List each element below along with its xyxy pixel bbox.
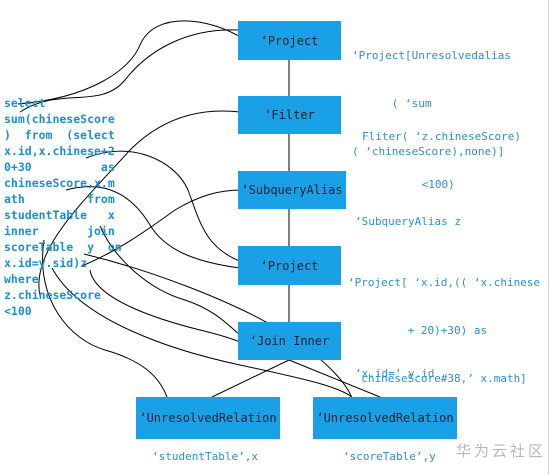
curve-scoretable-to-relation [51,267,356,401]
edge-join-left-relation [211,359,290,398]
node-project-top: ‘Project [238,21,341,60]
annotation-line: ‘x.id=’ y.id [355,367,435,380]
node-filter: ‘Filter [238,96,341,134]
sql-line: z.chineseScore [4,288,101,302]
sql-line: ath from [4,192,115,206]
sql-query-text: select sum(chineseScore ) from (select x… [4,95,126,335]
annotation-line: <100) [362,178,455,191]
annotation-subquery-alias: ‘SubqueryAlias z [355,182,461,262]
annotation-filter: Fliter( ‘z.chineseScore) <100) [362,97,521,225]
node-unresolved-relation-right: ‘UnresolvedRelation [313,397,457,439]
annotation-line: ‘SubqueryAlias z [355,215,461,228]
curve-on-to-joininner [89,269,241,343]
annotation-project-mid: ‘Project[ ‘x.id,(( ‘x.chinese + 20)+30) … [348,243,540,419]
sql-line: 0+30 as [4,160,115,174]
node-subquery-alias: ‘SubqueryAlias [238,171,346,209]
curve-studenttable-to-relation [42,239,169,401]
node-join-inner: ‘Join Inner [238,322,341,360]
sql-line: inner join [4,224,115,238]
sql-line: ) from (select [4,128,115,142]
annotation-line: ‘Project[ ‘x.id,(( ‘x.chinese [348,276,541,289]
sql-line: select [4,96,46,110]
watermark-logo-text: 华为云社区 [455,442,546,460]
curve-where-to-filter [38,110,241,297]
curve-select-to-project [17,20,243,105]
sql-line: where [4,272,39,286]
curve-join-to-joininner [99,225,241,336]
sql-line: x.id,x.chinese+2 [4,144,115,158]
sql-line: chineseScore,x.m [4,176,115,190]
sql-line: <100 [4,304,32,318]
relation-label-right: ‘scoreTable’,y [343,450,436,463]
sql-line: studentTable x [4,208,115,222]
annotation-line: ( ‘chineseScore),none)] [352,145,505,158]
annotation-line: chineseScore#38,’ x.math] [348,372,527,385]
annotation-line: ( ‘sum [352,97,432,110]
sql-line: scoreTable y on [4,240,122,254]
annotation-line: Fliter( ‘z.chineseScore) [362,130,521,143]
curve-chinesescore-to-project [65,186,241,269]
sql-line: sum(chineseScore [4,112,115,126]
right-edge-divider [548,0,549,475]
sql-line: x.id=y.sid)z [4,256,88,270]
annotation-join-inner: ‘x.id=’ y.id [355,334,434,414]
annotation-project-top: ‘Project[Unresolvedalias ( ‘sum ( ‘chine… [352,16,511,192]
node-unresolved-relation-left: ‘UnresolvedRelation [136,397,280,439]
edge-join-right-relation [288,359,381,398]
annotation-line: ‘Project[Unresolvedalias [352,49,511,62]
node-project-mid: ‘Project [238,246,341,285]
relation-label-left: ‘studentTable’,x [152,450,258,463]
curve-sum-to-project [19,29,239,113]
curve-chinese-to-project [85,150,243,263]
annotation-line: + 20)+30) as [348,324,488,337]
curve-z-to-subquery [81,189,243,267]
